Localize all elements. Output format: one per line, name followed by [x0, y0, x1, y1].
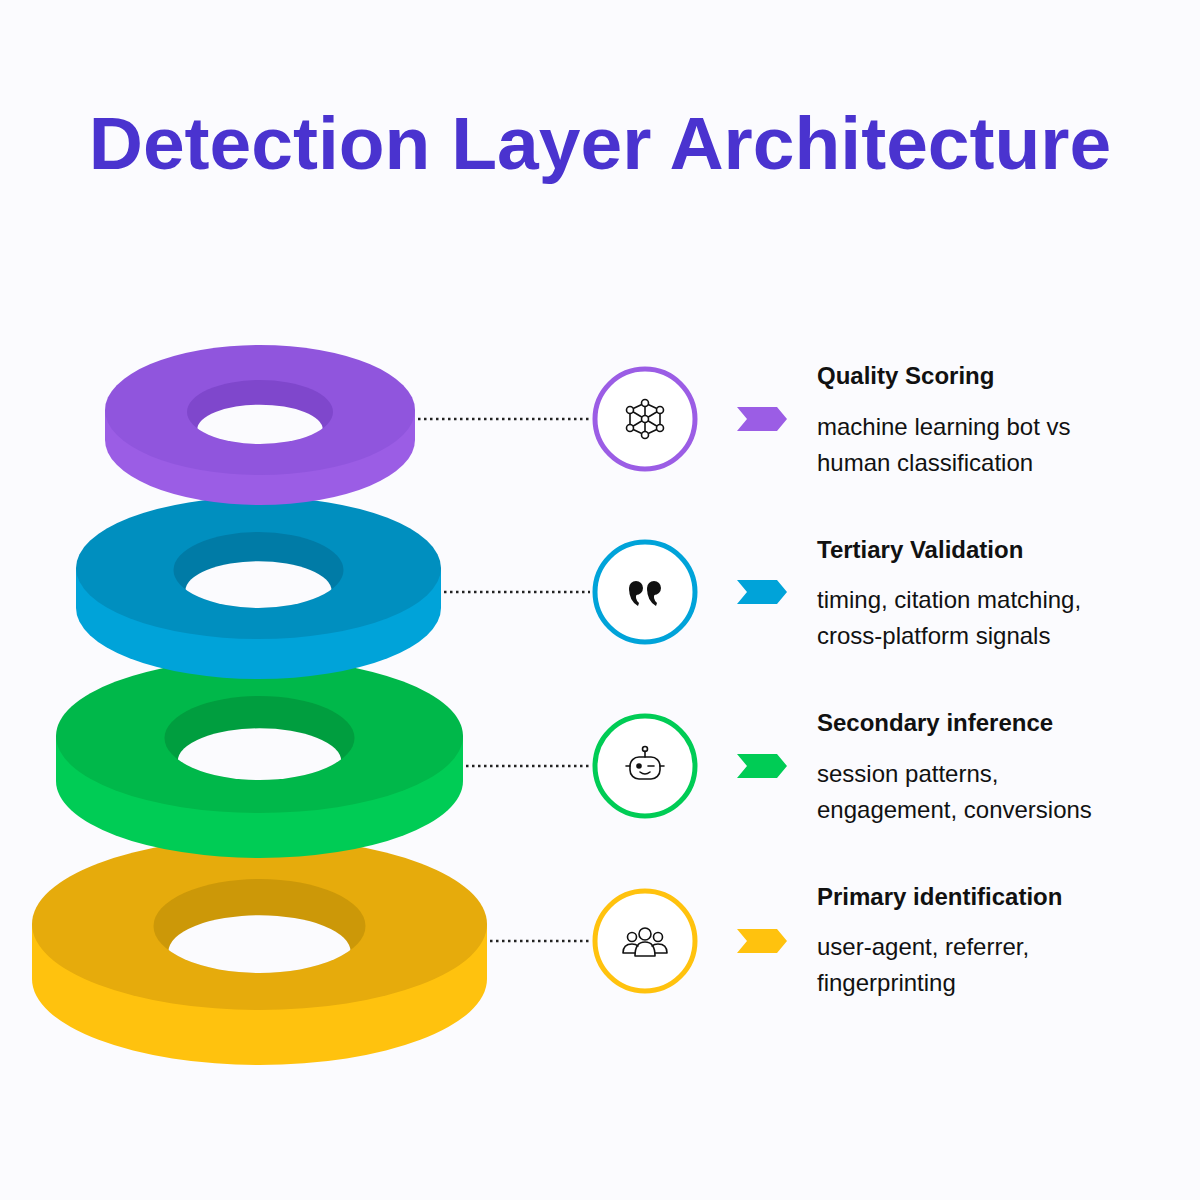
- chevron-arrow: [737, 929, 787, 953]
- ring-layer: [105, 345, 415, 505]
- ring-top: [56, 659, 463, 813]
- quote-icon: [629, 581, 661, 606]
- robot-icon: [626, 747, 664, 780]
- quote-tail: [647, 588, 657, 606]
- network-node: [657, 407, 664, 414]
- robot-antenna-tip: [643, 747, 648, 752]
- network-icon: [627, 400, 664, 439]
- chevron-arrow: [737, 407, 787, 431]
- icon-circle: [595, 369, 695, 469]
- layer-description: machine learning bot vs human classifica…: [817, 409, 1122, 481]
- ring-layer: [76, 497, 441, 679]
- layer-description: user-agent, referrer, fingerprinting: [817, 929, 1122, 1001]
- robot-ear: [626, 765, 664, 767]
- person-body: [635, 942, 655, 956]
- robot-head: [630, 757, 660, 779]
- robot-mouth: [640, 772, 650, 774]
- icon-circle: [595, 716, 695, 816]
- person-head: [639, 928, 651, 940]
- layer-heading: Secondary inference: [817, 708, 1122, 738]
- layer-heading: Quality Scoring: [817, 361, 1122, 391]
- person-head: [628, 933, 637, 942]
- chevron-arrow: [737, 754, 787, 778]
- icon-circle: [595, 891, 695, 991]
- ring-opening: [185, 561, 331, 620]
- quote-tail: [629, 588, 639, 606]
- ring-top: [32, 838, 487, 1010]
- person-body: [623, 944, 667, 953]
- layer-heading: Tertiary Validation: [817, 535, 1122, 565]
- people-icon: [623, 928, 667, 956]
- network-node: [627, 407, 634, 414]
- ring-opening: [197, 405, 323, 455]
- chevron-arrow: [737, 580, 787, 604]
- robot-eye: [637, 764, 641, 768]
- network-node: [657, 425, 664, 432]
- leader-line: [490, 940, 590, 943]
- network-node: [642, 400, 649, 407]
- layer-heading: Primary identification: [817, 882, 1122, 912]
- ring-top: [76, 497, 441, 639]
- ring-layer: [56, 659, 463, 858]
- leader-line: [418, 418, 590, 421]
- robot-eye: [648, 765, 654, 767]
- person-head: [654, 933, 663, 942]
- ring-top: [105, 345, 415, 475]
- ring-opening: [178, 728, 341, 794]
- layer-description: session patterns, engagement, conversion…: [817, 756, 1122, 828]
- ring-layer: [32, 838, 487, 1065]
- network-node: [642, 416, 649, 423]
- leader-line: [466, 765, 590, 768]
- network-node: [642, 432, 649, 439]
- network-node: [627, 425, 634, 432]
- leader-line: [444, 591, 590, 594]
- ring-opening: [168, 915, 350, 988]
- layer-description: timing, citation matching, cross-platfor…: [817, 582, 1122, 654]
- icon-circle: [595, 542, 695, 642]
- diagram-title: Detection Layer Architecture: [0, 98, 1200, 188]
